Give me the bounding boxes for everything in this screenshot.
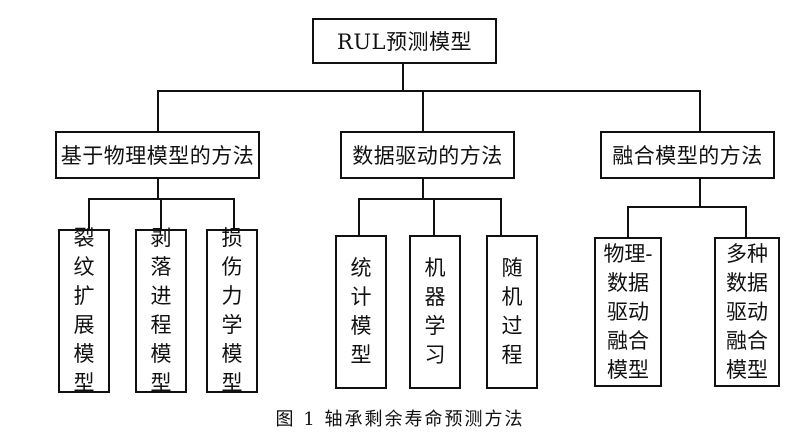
connector (433, 198, 435, 236)
figure-caption: 图 1 轴承剩余寿命预测方法 (275, 409, 525, 430)
category-physics-based: 基于物理模型的方法 (55, 131, 260, 179)
connector (402, 62, 404, 92)
connector (88, 198, 90, 230)
connector (157, 90, 159, 132)
root-label: RUL预测模型 (337, 30, 472, 54)
leaf-label: 剥落进程模型 (150, 226, 172, 395)
leaf-damage-mechanics-model: 损伤力学模型 (206, 226, 258, 395)
connector (358, 198, 502, 200)
category-data-driven: 数据驱动的方法 (340, 131, 515, 179)
leaf-label: 多种数据驱动融合模型 (726, 241, 768, 382)
connector (699, 90, 701, 132)
leaf-label: 损伤力学模型 (221, 226, 243, 395)
leaf-physics-data-fusion-model: 物理-数据驱动融合模型 (594, 237, 662, 387)
connector (157, 90, 701, 92)
leaf-machine-learning: 机器学习 (409, 235, 461, 389)
connector (699, 178, 701, 208)
connector (627, 206, 747, 208)
category-label: 数据驱动的方法 (352, 144, 503, 168)
leaf-statistical-model: 统计模型 (335, 235, 387, 389)
connector (233, 198, 235, 230)
root-node: RUL预测模型 (312, 18, 497, 64)
leaf-label: 物理-数据驱动融合模型 (603, 241, 653, 382)
leaf-spalling-process-model: 剥落进程模型 (135, 226, 187, 395)
category-label: 基于物理模型的方法 (60, 144, 255, 168)
leaf-label: 随机过程 (501, 256, 523, 367)
connector (627, 206, 629, 238)
connector (157, 178, 159, 200)
category-fusion: 融合模型的方法 (600, 131, 775, 179)
leaf-label: 裂纹扩展模型 (73, 226, 95, 395)
connector (358, 198, 360, 236)
category-label: 融合模型的方法 (612, 144, 763, 168)
leaf-stochastic-process: 随机过程 (486, 235, 538, 389)
connector (422, 90, 424, 132)
leaf-label: 统计模型 (350, 256, 372, 367)
connector (745, 206, 747, 238)
leaf-multi-data-driven-fusion-model: 多种数据驱动融合模型 (714, 237, 780, 387)
connector (160, 198, 162, 230)
connector (500, 198, 502, 236)
connector (422, 178, 424, 200)
leaf-crack-growth-model: 裂纹扩展模型 (58, 226, 110, 395)
leaf-label: 机器学习 (424, 256, 446, 367)
